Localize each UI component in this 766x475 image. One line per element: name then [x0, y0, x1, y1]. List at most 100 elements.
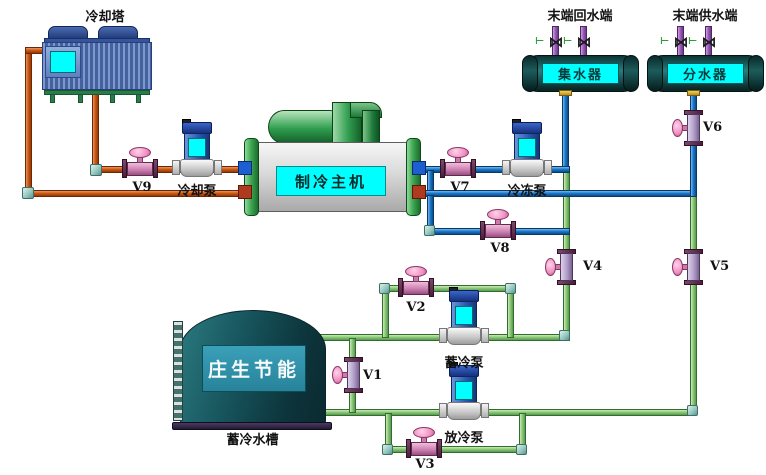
- valve-handwheel: [447, 147, 469, 158]
- tower-leg: [110, 94, 115, 103]
- tower-status-display: [50, 51, 76, 73]
- pump-volute: [447, 327, 481, 345]
- chiller-nameplate: 制冷主机: [276, 166, 386, 196]
- storage-pump-label: 蓄冷泵: [444, 356, 484, 371]
- pipe-condenser-return-riser: [25, 47, 32, 197]
- butterfly-valve-icon: ⋈: [576, 33, 592, 51]
- valve-v7[interactable]: [439, 147, 477, 178]
- cooling-tower: [42, 26, 152, 104]
- valve-v1-label: V1: [363, 368, 383, 383]
- header-end-cap: [522, 55, 538, 92]
- elbow-fitting: [90, 164, 102, 176]
- valve-handwheel: [545, 258, 556, 276]
- valve-handwheel: [672, 258, 683, 276]
- valve-body: [445, 162, 471, 176]
- return-riser-valve-2[interactable]: ⊢ ⋈: [563, 32, 597, 52]
- valve-body: [347, 361, 360, 389]
- valve-v9[interactable]: [121, 147, 159, 178]
- valve-v6-label: V6: [703, 120, 723, 135]
- valve-v3[interactable]: [405, 427, 443, 458]
- discharge-pump-label: 放冷泵: [444, 431, 484, 446]
- distributor-header: 分水器: [647, 55, 764, 92]
- discharge-pump[interactable]: [439, 362, 489, 421]
- tank-base: [172, 422, 332, 430]
- header-end-cap: [748, 55, 764, 92]
- chiller-port-chilled-in: [412, 161, 426, 175]
- valve-v6[interactable]: [672, 109, 706, 147]
- pump-flange: [172, 160, 180, 175]
- tower-leg: [78, 94, 83, 103]
- valve-body: [403, 281, 429, 295]
- valve-v3-label: V3: [415, 457, 435, 472]
- pump-status-display: [455, 381, 473, 400]
- end-supply-label: 末端供水端: [672, 9, 738, 24]
- pump-flange: [481, 403, 489, 418]
- tank-ladder: [173, 321, 183, 421]
- chiller-port-condenser-in: [238, 185, 252, 199]
- valve-v7-label: V7: [450, 180, 470, 195]
- elbow-fitting: [516, 444, 527, 455]
- elbow-fitting: [687, 405, 698, 416]
- valve-handwheel: [487, 209, 509, 220]
- return-riser-valve-1[interactable]: ⊢ ⋈: [535, 32, 569, 52]
- pump-flange: [214, 160, 222, 175]
- cooling-pump-label: 冷却泵: [177, 184, 217, 199]
- collector-nozzle: [559, 90, 572, 96]
- chiller-unit: 制冷主机: [244, 96, 422, 216]
- supply-riser-valve-2[interactable]: ⊢ ⋈: [688, 32, 722, 52]
- valve-handwheel: [332, 366, 343, 384]
- elbow-fitting: [379, 283, 390, 294]
- valve-v8-label: V8: [490, 241, 510, 256]
- valve-body: [485, 224, 511, 238]
- valve-body: [687, 253, 700, 281]
- chiller-port-condenser-out: [238, 161, 252, 175]
- collector-nameplate: 集水器: [542, 63, 619, 84]
- valve-v4[interactable]: [545, 248, 579, 286]
- valve-v8[interactable]: [479, 209, 517, 240]
- elbow-fitting: [22, 187, 34, 199]
- tower-leg: [136, 94, 141, 103]
- pipe-v2-bypass-left: [382, 288, 389, 338]
- pump-flange: [481, 328, 489, 343]
- elbow-fitting: [424, 225, 435, 236]
- valve-v2-label: V2: [406, 300, 426, 315]
- butterfly-valve-icon: ⋈: [701, 33, 717, 51]
- valve-body: [687, 114, 700, 142]
- pump-volute: [447, 402, 481, 420]
- butterfly-valve-icon: ⋈: [673, 33, 689, 51]
- elbow-fitting: [505, 283, 516, 294]
- pump-status-display: [518, 138, 536, 157]
- supply-riser-valve-1[interactable]: ⊢ ⋈: [660, 32, 694, 52]
- storage-pump[interactable]: [439, 287, 489, 346]
- chilled-pump[interactable]: [502, 119, 552, 178]
- valve-v5[interactable]: [672, 248, 706, 286]
- elbow-fitting: [382, 444, 393, 455]
- cooling-pump[interactable]: [172, 119, 222, 178]
- pipe-storage-riser-v5: [690, 196, 697, 413]
- collector-header: 集水器: [522, 55, 639, 92]
- valve-handwheel: [672, 119, 683, 137]
- tower-leg: [50, 94, 55, 103]
- tank-brand-plate: 庄生节能: [202, 345, 306, 392]
- valve-body: [127, 162, 153, 176]
- storage-tank-label: 蓄冷水槽: [226, 433, 279, 448]
- cooling-tower-label: 冷却塔: [85, 10, 125, 25]
- valve-v1[interactable]: [332, 356, 366, 394]
- distributor-nameplate: 分水器: [667, 63, 744, 84]
- pump-volute: [510, 159, 544, 177]
- butterfly-valve-icon: ⋈: [548, 33, 564, 51]
- chiller-flange-left: [244, 138, 259, 216]
- valve-v2[interactable]: [397, 266, 435, 297]
- valve-tick-icon: ⊢: [688, 36, 698, 47]
- valve-v5-label: V5: [710, 259, 730, 274]
- chilled-pump-label: 冷冻泵: [507, 184, 547, 199]
- chiller-flange-right: [406, 138, 421, 216]
- storage-tank: 庄生节能: [172, 303, 332, 433]
- pump-flange: [544, 160, 552, 175]
- header-end-cap: [623, 55, 639, 92]
- valve-body: [560, 253, 573, 281]
- elbow-fitting: [559, 330, 570, 341]
- tower-base-frame: [44, 90, 150, 95]
- valve-v9-label: V9: [132, 180, 152, 195]
